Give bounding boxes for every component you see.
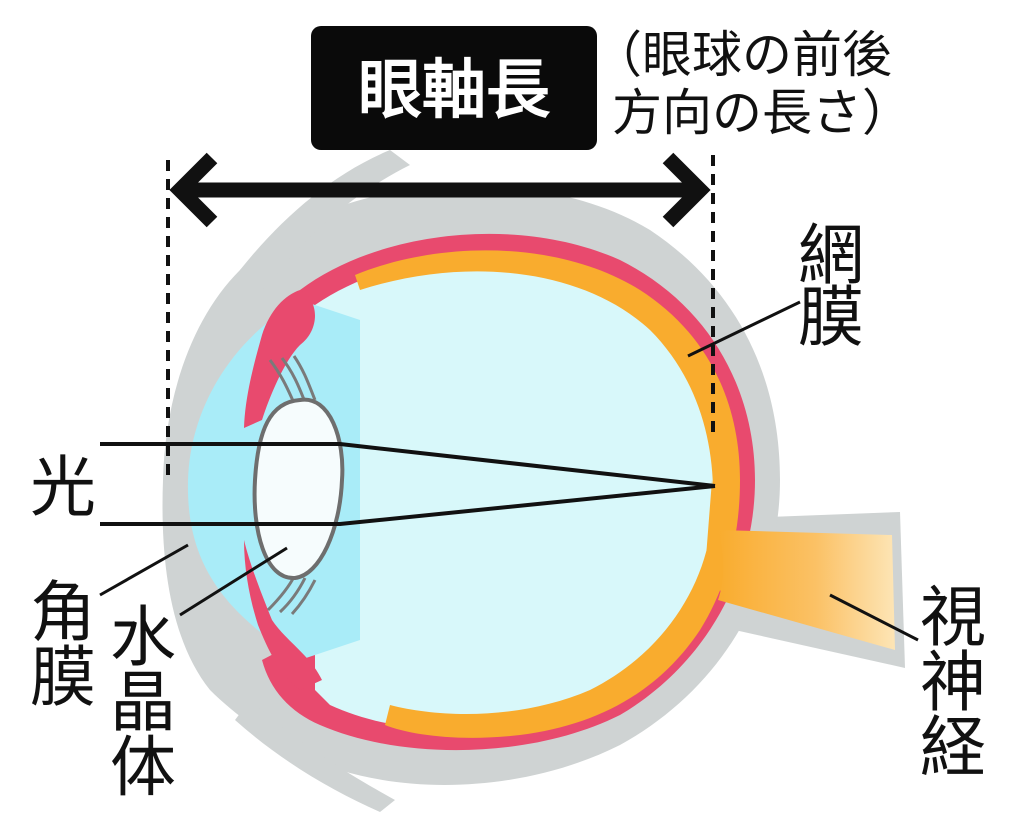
title-note-line1: （眼球の前後 (592, 26, 892, 84)
retina-label-char2: 膜 (798, 279, 864, 356)
lens-label-char2: 晶 (110, 664, 176, 741)
title-main: 眼軸長 (358, 54, 551, 128)
sclera-lower-edge (235, 700, 395, 812)
vitreous-body (315, 255, 735, 731)
title-box (311, 26, 597, 150)
optic-nerve (718, 530, 895, 650)
cornea-label-char1: 角 (30, 574, 96, 651)
optic-nerve-leader (829, 593, 919, 642)
title-note-line2: 方向の長さ） (612, 84, 912, 142)
ciliary-body-upper (244, 290, 315, 428)
cornea-label-char2: 膜 (30, 639, 96, 716)
axial-length-arrow (169, 152, 711, 228)
optic-nerve-label-char3: 経 (920, 709, 986, 786)
lens-label-char3: 体 (110, 729, 176, 806)
light-label: 光 (30, 449, 96, 526)
axial-guides (166, 155, 715, 480)
optic-nerve-label-char1: 視 (920, 579, 986, 656)
light-rays (100, 442, 716, 526)
retina-label-char1: 網 (798, 217, 864, 294)
ciliary-body-lower (244, 540, 322, 690)
lens-leader (179, 546, 288, 617)
optic-nerve-label-char2: 神 (920, 644, 986, 721)
cornea-leader (99, 543, 189, 597)
lens-label-char1: 水 (110, 599, 176, 676)
retina-leader (687, 300, 801, 358)
